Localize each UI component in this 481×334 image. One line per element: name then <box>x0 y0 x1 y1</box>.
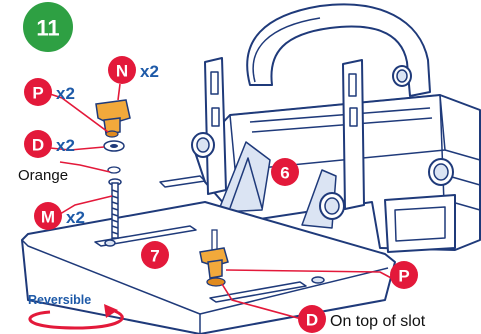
step-number: 11 <box>36 16 59 41</box>
wing-knob-top <box>95 99 131 138</box>
orange-note: Orange <box>18 167 68 184</box>
badge-p-bottom <box>390 261 418 289</box>
bolt-m <box>108 178 122 239</box>
badge-d-top-qty: x2 <box>56 136 75 155</box>
badge-m <box>34 202 62 230</box>
step-badge <box>23 2 73 52</box>
badge-n-letter: N <box>116 62 128 81</box>
badge-d-top <box>24 130 52 158</box>
orange-washer <box>107 166 121 174</box>
badge-p-top-letter: P <box>32 84 43 103</box>
badge-m-qty: x2 <box>66 208 85 227</box>
badge-component-6 <box>271 158 299 186</box>
badge-component-7 <box>141 241 169 269</box>
badge-d-bottom <box>298 305 326 333</box>
washer-top <box>103 140 125 152</box>
badge-p-top-qty: x2 <box>56 84 75 103</box>
component-6-label: 6 <box>280 164 289 183</box>
rotate-arrow-icon <box>28 304 124 330</box>
badge-p-top <box>24 78 52 106</box>
wing-knob-bottom <box>199 229 229 287</box>
badge-m-letter: M <box>41 208 55 227</box>
badge-n-qty: x2 <box>140 62 159 81</box>
component-7-label: 7 <box>150 247 159 266</box>
badge-p-bottom-letter: P <box>398 267 409 286</box>
reversible-label: Reversible <box>28 293 91 307</box>
on-top-of-slot-note: On top of slot <box>330 313 426 330</box>
badge-n <box>108 56 136 84</box>
badge-d-bottom-letter: D <box>306 311 318 330</box>
badge-d-top-letter: D <box>32 136 44 155</box>
